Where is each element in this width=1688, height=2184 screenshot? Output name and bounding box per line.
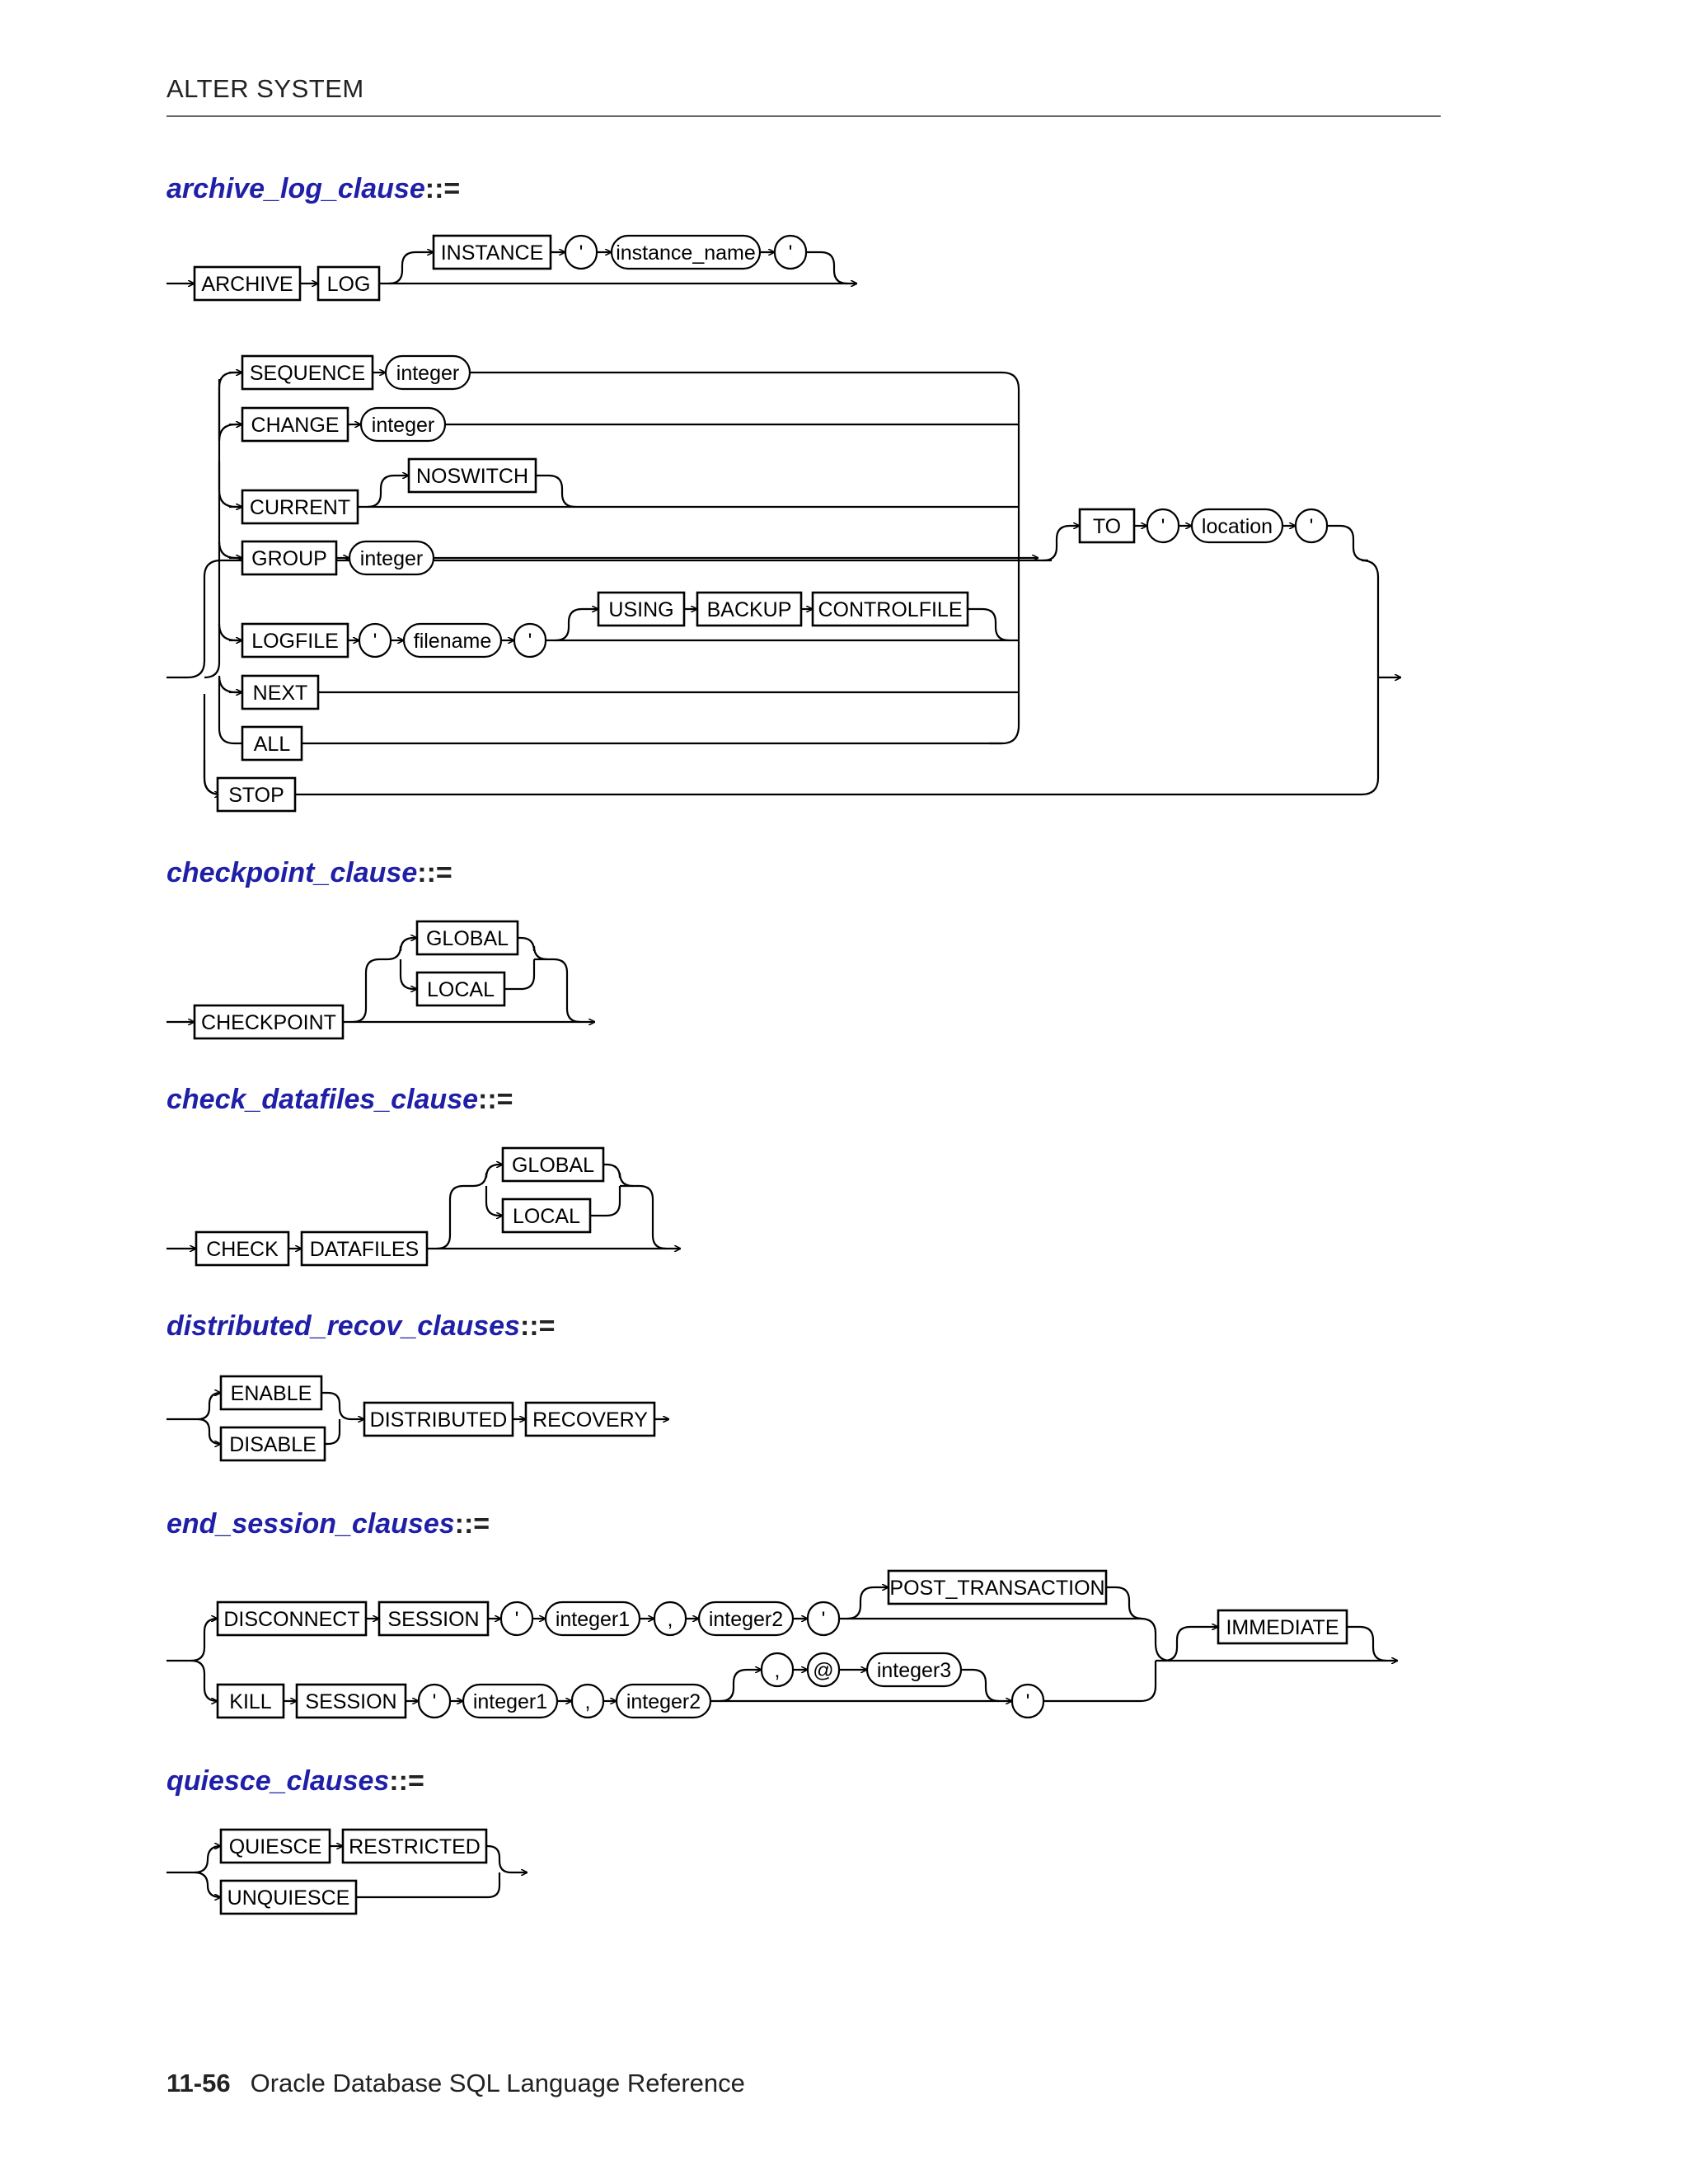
clause-name: archive_log_clause: [166, 173, 425, 204]
keyword-kill: KILL: [229, 1690, 272, 1713]
definition-operator: ::=: [417, 857, 452, 888]
param-location: location: [1202, 515, 1273, 538]
at-token: @: [813, 1659, 833, 1682]
definition-operator: ::=: [389, 1765, 424, 1797]
keyword-check: CHECK: [206, 1238, 279, 1261]
running-header: ALTER SYSTEM: [166, 74, 364, 103]
param-integer: integer: [372, 414, 434, 437]
definition-operator: ::=: [519, 1310, 556, 1342]
keyword-instance: INSTANCE: [441, 241, 544, 265]
keyword-post-transaction: POST_TRANSACTION: [889, 1577, 1104, 1600]
page-footer: 11-56 Oracle Database SQL Language Refere…: [166, 2069, 745, 2098]
keyword-current: CURRENT: [250, 496, 350, 519]
archive-log-clause-title: archive_log_clause::=: [166, 173, 460, 205]
definition-operator: ::=: [424, 173, 461, 204]
quiesce-clauses-title: quiesce_clauses::=: [166, 1765, 424, 1797]
book-title: Oracle Database SQL Language Reference: [250, 2069, 745, 2097]
quote-token: ': [373, 630, 377, 653]
keyword-unquiesce: UNQUIESCE: [227, 1886, 350, 1910]
keyword-session: SESSION: [305, 1690, 396, 1713]
archive-log-clause-diagram: ARCHIVE LOG INSTANCE ' instance_name ' S…: [166, 234, 1401, 813]
end-session-clauses-title: end_session_clauses::=: [166, 1508, 490, 1540]
keyword-using: USING: [608, 598, 673, 621]
clause-name: end_session_clauses: [166, 1508, 455, 1540]
keyword-change: CHANGE: [251, 414, 340, 437]
param-integer: integer: [360, 547, 423, 570]
keyword-enable: ENABLE: [231, 1382, 312, 1405]
quote-token: ': [1161, 515, 1165, 538]
param-integer: integer: [396, 362, 459, 385]
keyword-noswitch: NOSWITCH: [416, 465, 528, 488]
keyword-local: LOCAL: [427, 978, 495, 1001]
keyword-distributed: DISTRIBUTED: [370, 1408, 508, 1432]
quote-token: ': [1310, 515, 1314, 538]
checkpoint-clause-diagram: CHECKPOINT GLOBAL LOCAL: [166, 920, 595, 1040]
param-integer2: integer2: [709, 1608, 783, 1631]
param-integer1: integer1: [556, 1608, 630, 1631]
clause-name: check_datafiles_clause: [166, 1084, 479, 1115]
quiesce-clauses-diagram: QUIESCE RESTRICTED UNQUIESCE: [166, 1828, 528, 1915]
keyword-backup: BACKUP: [707, 598, 792, 621]
keyword-checkpoint: CHECKPOINT: [201, 1011, 336, 1034]
quote-token: ': [528, 630, 532, 653]
quote-token: ': [822, 1608, 826, 1631]
comma-token: ,: [668, 1608, 673, 1631]
keyword-all: ALL: [254, 733, 291, 756]
keyword-immediate: IMMEDIATE: [1226, 1616, 1339, 1639]
keyword-stop: STOP: [228, 784, 284, 807]
keyword-session: SESSION: [387, 1608, 479, 1631]
keyword-next: NEXT: [253, 682, 308, 705]
comma-token: ,: [585, 1690, 591, 1713]
header-rule: [166, 115, 1441, 117]
keyword-disable: DISABLE: [229, 1433, 316, 1456]
clause-name: checkpoint_clause: [166, 857, 418, 888]
param-instance-name: instance_name: [616, 241, 756, 265]
distributed-recov-clauses-diagram: ENABLE DISABLE DISTRIBUTED RECOVERY: [166, 1375, 669, 1462]
quote-token: ': [789, 241, 793, 265]
keyword-controlfile: CONTROLFILE: [818, 598, 962, 621]
keyword-recovery: RECOVERY: [532, 1408, 648, 1432]
keyword-logfile: LOGFILE: [251, 630, 339, 653]
checkpoint-clause-title: checkpoint_clause::=: [166, 857, 452, 889]
param-integer1: integer1: [473, 1690, 547, 1713]
clause-name: quiesce_clauses: [166, 1765, 390, 1797]
keyword-restricted: RESTRICTED: [349, 1835, 481, 1858]
distributed-recov-clauses-title: distributed_recov_clauses::=: [166, 1310, 555, 1343]
quote-token: ': [1026, 1690, 1030, 1713]
keyword-archive: ARCHIVE: [201, 273, 293, 296]
keyword-global: GLOBAL: [426, 927, 509, 950]
keyword-quiesce: QUIESCE: [229, 1835, 322, 1858]
keyword-group: GROUP: [251, 547, 327, 570]
keyword-disconnect: DISCONNECT: [223, 1608, 359, 1631]
comma-token: ,: [775, 1659, 781, 1682]
quote-token: ': [433, 1690, 437, 1713]
param-integer2: integer2: [626, 1690, 701, 1713]
keyword-local: LOCAL: [513, 1205, 580, 1228]
end-session-clauses-diagram: DISCONNECT SESSION ' integer1 , integer2…: [166, 1569, 1398, 1719]
quote-token: ': [515, 1608, 519, 1631]
keyword-datafiles: DATAFILES: [310, 1238, 419, 1261]
quote-token: ': [579, 241, 584, 265]
check-datafiles-clause-title: check_datafiles_clause::=: [166, 1084, 513, 1116]
keyword-to: TO: [1093, 515, 1121, 538]
definition-operator: ::=: [478, 1084, 513, 1115]
keyword-sequence: SEQUENCE: [250, 362, 365, 385]
check-datafiles-clause-diagram: CHECK DATAFILES GLOBAL LOCAL: [166, 1146, 681, 1267]
keyword-global: GLOBAL: [512, 1154, 594, 1177]
clause-name: distributed_recov_clauses: [166, 1310, 520, 1342]
page-number: 11-56: [166, 2069, 231, 2097]
param-integer3: integer3: [877, 1659, 951, 1682]
definition-operator: ::=: [454, 1508, 490, 1540]
keyword-log: LOG: [327, 273, 371, 296]
param-filename: filename: [414, 630, 492, 653]
